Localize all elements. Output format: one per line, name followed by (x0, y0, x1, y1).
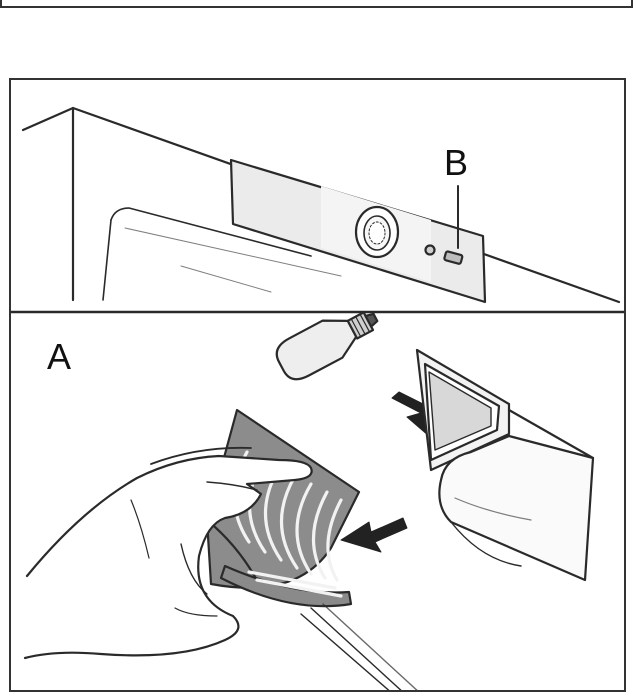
counter-rails (301, 604, 421, 692)
instruction-illustration (11, 80, 626, 692)
illustration-frame: B A (9, 78, 626, 692)
pull-arrow-icon (341, 518, 407, 552)
top-frame-edge (0, 0, 633, 8)
label-a: A (47, 339, 71, 375)
indicator-light-icon (426, 246, 435, 255)
label-b: B (444, 145, 468, 181)
